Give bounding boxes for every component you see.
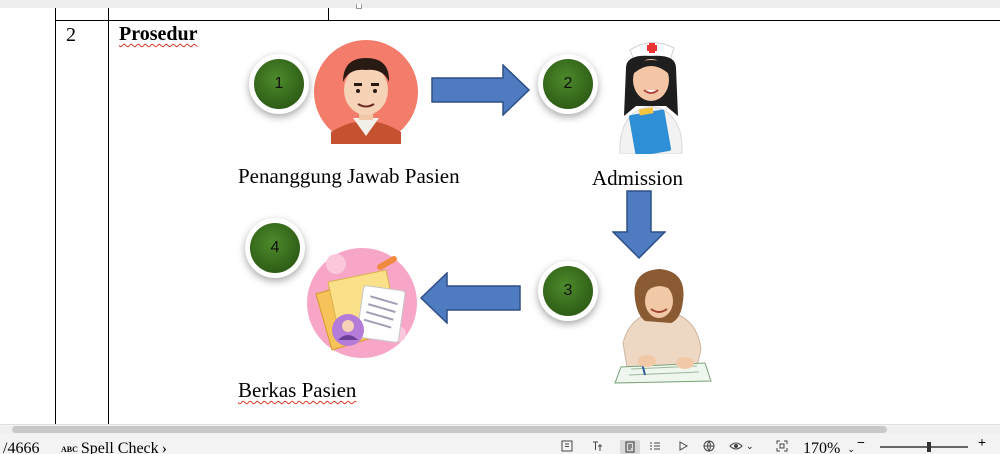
horizontal-scroll-thumb[interactable]	[12, 426, 887, 433]
outline-icon	[648, 440, 662, 452]
chevron-down-icon: ⌄	[746, 440, 754, 451]
spell-check-icon: ABC	[61, 444, 78, 454]
writing-person-image	[614, 269, 712, 384]
arrow-down	[612, 190, 666, 260]
patient-files-image	[307, 248, 417, 358]
fit-screen-button[interactable]	[775, 440, 789, 452]
step-badge-2: 2	[543, 59, 593, 109]
play-icon	[676, 440, 690, 452]
read-mode-icon	[560, 440, 574, 452]
table-column-divider	[108, 8, 109, 424]
arrow-right	[431, 64, 531, 116]
spell-check-button[interactable]: ABC Spell Check ›	[61, 440, 167, 454]
table-border-left	[55, 8, 56, 424]
step-badge-4: 4	[250, 223, 300, 273]
word-count[interactable]: /4666	[3, 440, 39, 454]
table-border-top	[55, 20, 1000, 21]
zoom-slider-track[interactable]	[880, 446, 968, 448]
fit-screen-icon	[775, 440, 789, 452]
eye-protection-icon	[729, 440, 743, 452]
outline-button[interactable]	[648, 440, 662, 452]
step-label-2: Admission	[592, 166, 684, 190]
read-mode-button[interactable]	[560, 440, 574, 452]
page-view-button[interactable]	[620, 440, 640, 454]
document-page: 2 Prosedur	[0, 0, 1000, 424]
step-badge-1: 1	[254, 59, 304, 109]
zoom-in-button[interactable]: +	[978, 436, 986, 452]
translate-button[interactable]	[590, 440, 604, 452]
nurse-image	[619, 42, 683, 154]
zoom-level-text: 170%	[803, 440, 841, 454]
table-column-divider-upper	[328, 8, 329, 21]
page-view-icon	[623, 441, 637, 453]
section-heading: Prosedur	[119, 23, 198, 45]
spell-check-label: Spell Check	[80, 440, 159, 454]
table-row-number: 2	[66, 24, 76, 46]
zoom-out-button[interactable]: −	[857, 436, 865, 452]
chevron-down-icon: ⌄	[847, 443, 855, 454]
minus-icon: −	[857, 436, 865, 451]
table-move-handle[interactable]	[356, 4, 362, 9]
web-layout-icon	[702, 440, 716, 452]
step-label-4: Berkas Pasien	[238, 378, 357, 402]
ruler-strip	[0, 0, 1000, 8]
word-count-text: /4666	[3, 440, 40, 454]
translate-icon	[590, 440, 604, 452]
play-button[interactable]	[676, 440, 690, 452]
web-layout-button[interactable]	[702, 440, 716, 452]
zoom-level-dropdown[interactable]: 170% ⌄	[803, 440, 855, 454]
step-badge-3: 3	[543, 266, 593, 316]
eye-protection-button[interactable]: ⌄	[729, 440, 754, 452]
zoom-slider-thumb[interactable]	[927, 442, 931, 452]
person-avatar-image	[314, 40, 418, 144]
chevron-right-icon: ›	[161, 440, 167, 454]
step-label-1: Penanggung Jawab Pasien	[238, 164, 460, 188]
plus-icon: +	[978, 436, 986, 451]
arrow-left	[419, 272, 521, 324]
